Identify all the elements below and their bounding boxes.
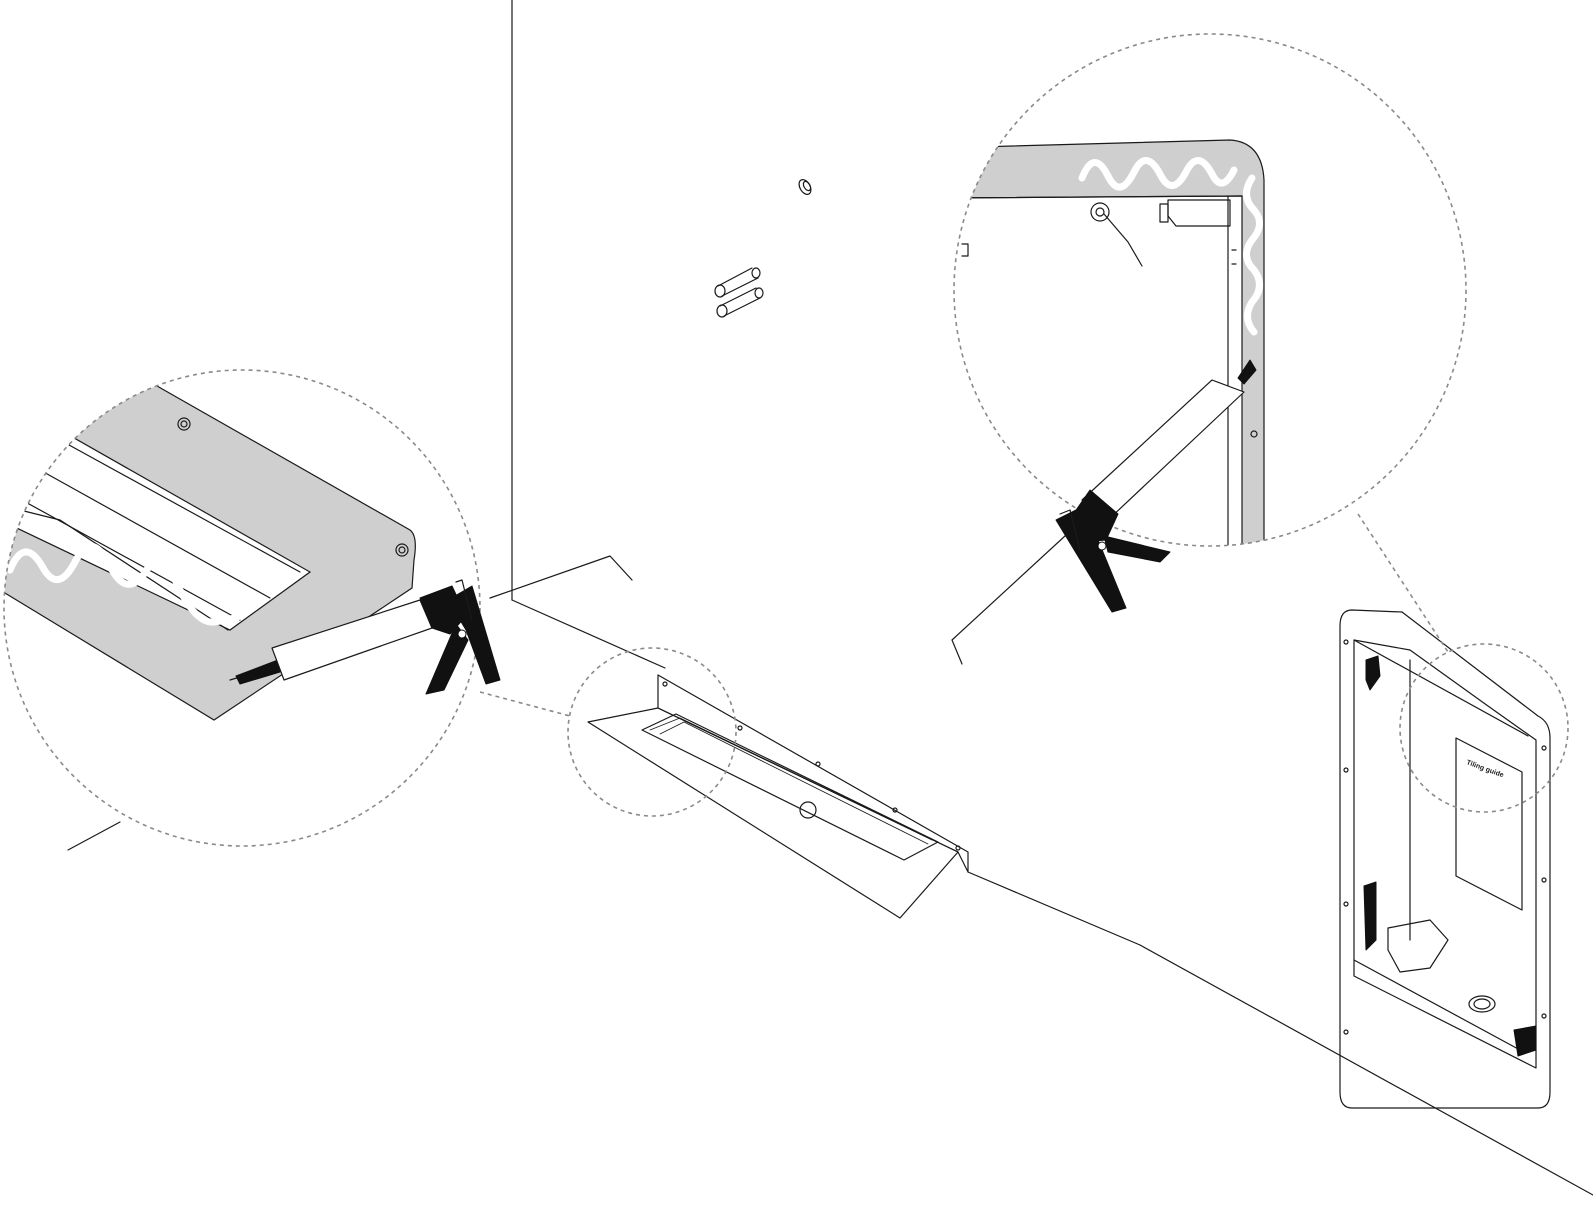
gun-handle (447, 585, 501, 685)
gun-handle (1055, 505, 1127, 613)
tiling-guide-panel (1455, 737, 1523, 911)
floor-line-right (1139, 944, 1593, 1196)
upper-hinge (1365, 655, 1381, 691)
drain-recess (587, 707, 959, 919)
gun-cartridge (1081, 379, 1245, 521)
drain-upstand (657, 674, 969, 873)
floor-line-left (511, 599, 666, 669)
detail-callout-drain (4, 379, 416, 721)
hex-key-right-icon (951, 523, 1079, 665)
gun-trigger (1103, 535, 1171, 563)
hinge-bolt (1090, 202, 1110, 222)
detail-callout-drain-outline (3, 369, 481, 847)
drain-grate (641, 713, 939, 861)
sealant-bead-top (1078, 157, 1238, 191)
sealant-bead (6, 543, 244, 626)
floor-drain-channel (587, 674, 969, 919)
callout-leader-right (1357, 513, 1449, 653)
room-outline (67, 0, 1593, 1196)
callout-leader-left (479, 691, 571, 717)
detail-callout-cabinet-outline (953, 33, 1467, 547)
callout-source-cabinet (1399, 643, 1569, 813)
caulking-gun-right-icon (1055, 359, 1257, 613)
callout-source-drain (567, 647, 737, 817)
cabinet-opening (1353, 639, 1537, 1069)
wall-cabinet: Tiling guide (1339, 609, 1551, 1109)
tiling-guide-label: Tiling guide (1465, 759, 1504, 779)
sealant-bead-side (1243, 174, 1263, 336)
floor-line-mid (967, 871, 1141, 946)
valve-assembly (1387, 919, 1449, 973)
screw-icon (798, 179, 812, 195)
floor-line-far-left (67, 821, 121, 851)
lower-hinge (1363, 881, 1377, 951)
caulking-gun-left-icon (229, 579, 501, 695)
cabinet-frame (1339, 609, 1551, 1109)
drain-outlet (1468, 995, 1496, 1013)
hex-key-left-icon (489, 555, 633, 599)
wall-plugs-icon (714, 267, 764, 318)
latch-block (1167, 199, 1231, 227)
